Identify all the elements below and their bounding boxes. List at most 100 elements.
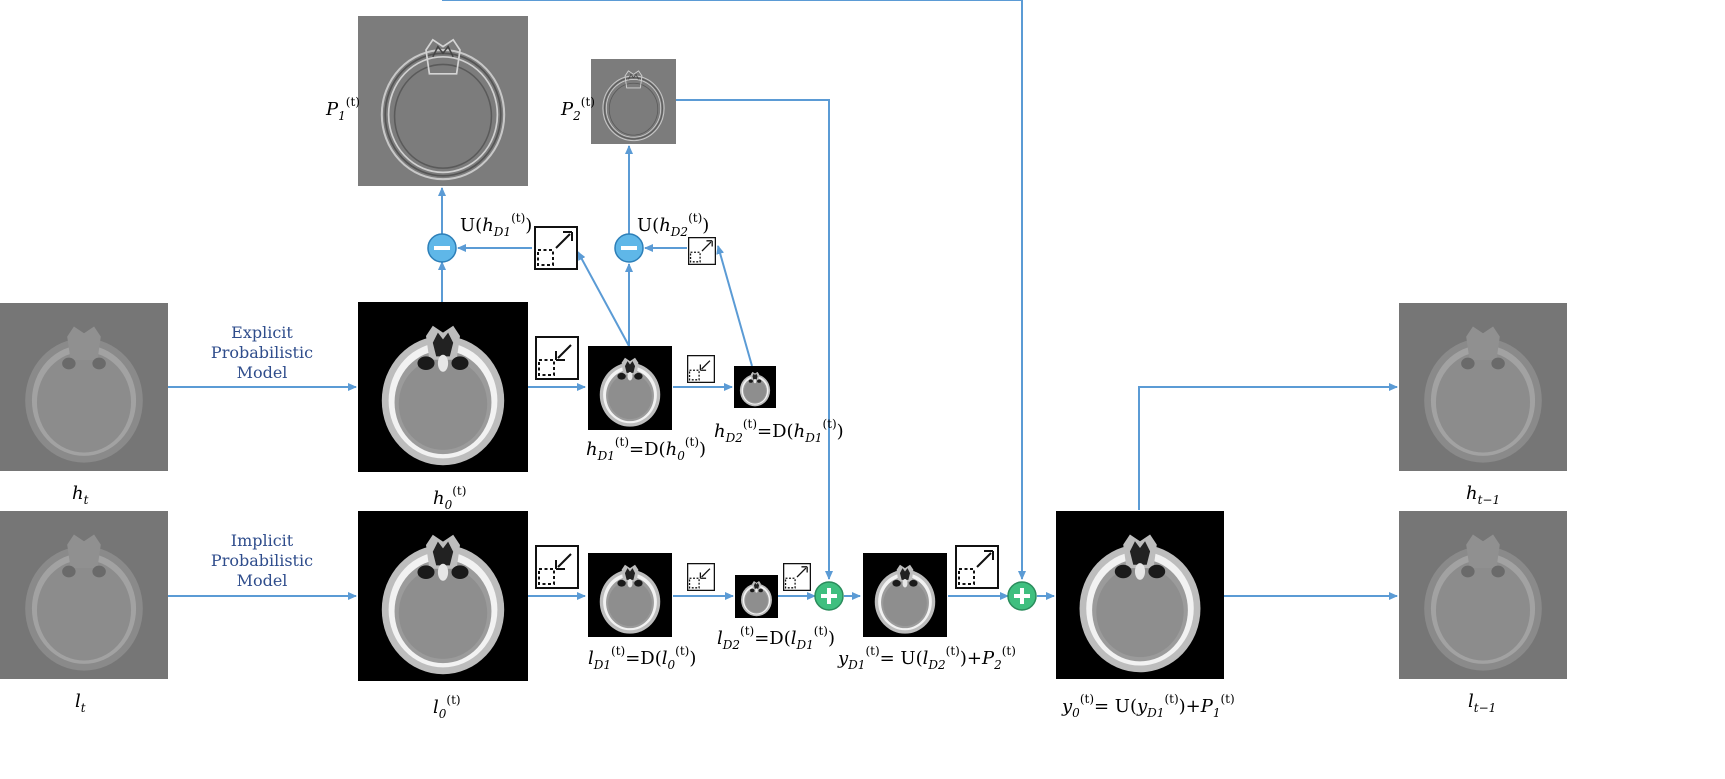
arrow-y0-to-ht1 [1138,383,1398,510]
label-sup: (t) [446,693,461,707]
label-close: ) [702,215,710,236]
label-sub: D2 [670,225,689,239]
label-U-hD2: U(hD2(t)) [637,212,709,238]
label-sup: (t) [688,211,703,225]
arrow-P2-to-add1 [676,99,833,580]
label-sym2: l [922,648,929,669]
label-yD1-eq: yD1(t)= U(lD2(t))+P2(t) [838,645,1016,671]
label-sub: t−1 [1477,493,1501,507]
downsample-icon [535,336,579,380]
label-sym: h [482,215,494,236]
label-close: )+ [959,648,982,669]
label-sup: (t) [580,95,595,109]
label-sup: (t) [345,95,360,109]
upsample-icon [534,226,578,270]
label-sym2: h [665,439,678,460]
label-sym: h [714,421,726,442]
label-lt: lt [75,691,86,715]
label-sup: (t) [452,484,467,498]
ct-image-hD2 [734,366,776,408]
ct-image-hD1 [588,346,672,430]
label-sub: 0 [444,498,453,512]
label-lD1-eq: lD1(t)=D(l0(t)) [588,645,696,671]
label-sym: h [72,483,84,504]
residual-image-P2 [591,59,676,144]
label-lt-minus-1: lt−1 [1468,693,1497,715]
label-lD2-eq: lD2(t)=D(lD1(t)) [717,625,835,651]
ct-image-h0 [358,302,528,472]
label-sym: y [838,648,849,669]
label-close: ) [827,628,836,649]
model-label-line: Implicit [230,531,294,550]
label-sym: l [75,691,81,712]
downsample-icon [687,355,715,383]
model-label-line: Explicit [231,323,293,342]
label-sym2: y [1137,696,1148,717]
label-sym2: l [790,628,797,649]
label-eq: = U( [1094,696,1137,717]
label-sym: l [588,648,594,669]
label-close: ) [689,648,697,669]
label-sub: t [83,493,89,507]
upsample-icon [955,545,999,589]
plus-circle-icon [814,581,844,611]
label-sub3: 1 [1212,706,1221,720]
noisy-image-ht [0,303,168,471]
label-close: ) [699,439,707,460]
label-sub: D1 [597,449,615,463]
label-sub2: D1 [796,638,814,652]
label-op: U( [460,215,483,236]
label-sub: 1 [338,109,346,123]
label-sym: h [659,215,671,236]
upsample-icon [783,563,811,591]
ct-image-lD2 [735,575,778,618]
label-sup: (t) [614,435,630,449]
label-sub: t [80,701,86,715]
connection-arrows [168,0,1398,600]
label-sub: 2 [573,109,581,123]
arrow-P1-to-add2 [442,0,1026,580]
label-close: )+ [1178,696,1201,717]
label-sub: D2 [722,638,741,652]
label-sub: 0 [1072,706,1080,720]
ct-image-lD1 [588,553,672,637]
label-sup3: (t) [1001,644,1016,658]
ct-image-yD1 [863,553,947,637]
label-sub: t−1 [1473,701,1497,715]
label-eq: =D( [629,439,666,460]
label-hD2-eq: hD2(t)=D(hD1(t)) [714,418,844,444]
model-label-line: Model [236,363,288,382]
minus-circle-icon [427,233,457,263]
label-sup: (t) [511,211,526,225]
label-sub3: 2 [994,658,1002,672]
label-sup2: (t) [684,435,700,449]
downsample-icon [687,563,715,591]
implicit-model-label: Implicit Probabilistic Model [197,531,327,591]
label-sup2: (t) [675,644,690,658]
label-sub2: 0 [677,449,685,463]
label-sym: P [326,99,339,120]
label-sub2: D1 [1147,706,1165,720]
label-eq: = U( [879,648,923,669]
label-sup: (t) [865,644,880,658]
label-sub2: 0 [667,658,676,672]
label-sub: D1 [593,658,612,672]
label-U-hD1: U(hD1(t)) [460,212,532,238]
label-sup: (t) [1079,692,1094,706]
arrow-hD1-to-up1 [577,251,630,347]
label-sub: 0 [438,707,447,721]
label-hD1-eq: hD1(t)=D(h0(t)) [586,436,706,462]
label-sup2: (t) [813,624,828,638]
label-sup2: (t) [1164,692,1179,706]
label-sub2: D1 [805,431,823,445]
label-sym2: h [793,421,806,442]
label-sym: h [1466,483,1478,504]
label-h0: h0(t) [433,485,466,511]
label-eq: =D( [625,648,662,669]
label-sym: h [433,488,445,509]
label-sub: D2 [725,431,743,445]
label-l0: l0(t) [433,694,461,720]
plus-circle-icon [1007,581,1037,611]
label-sup: (t) [742,417,758,431]
